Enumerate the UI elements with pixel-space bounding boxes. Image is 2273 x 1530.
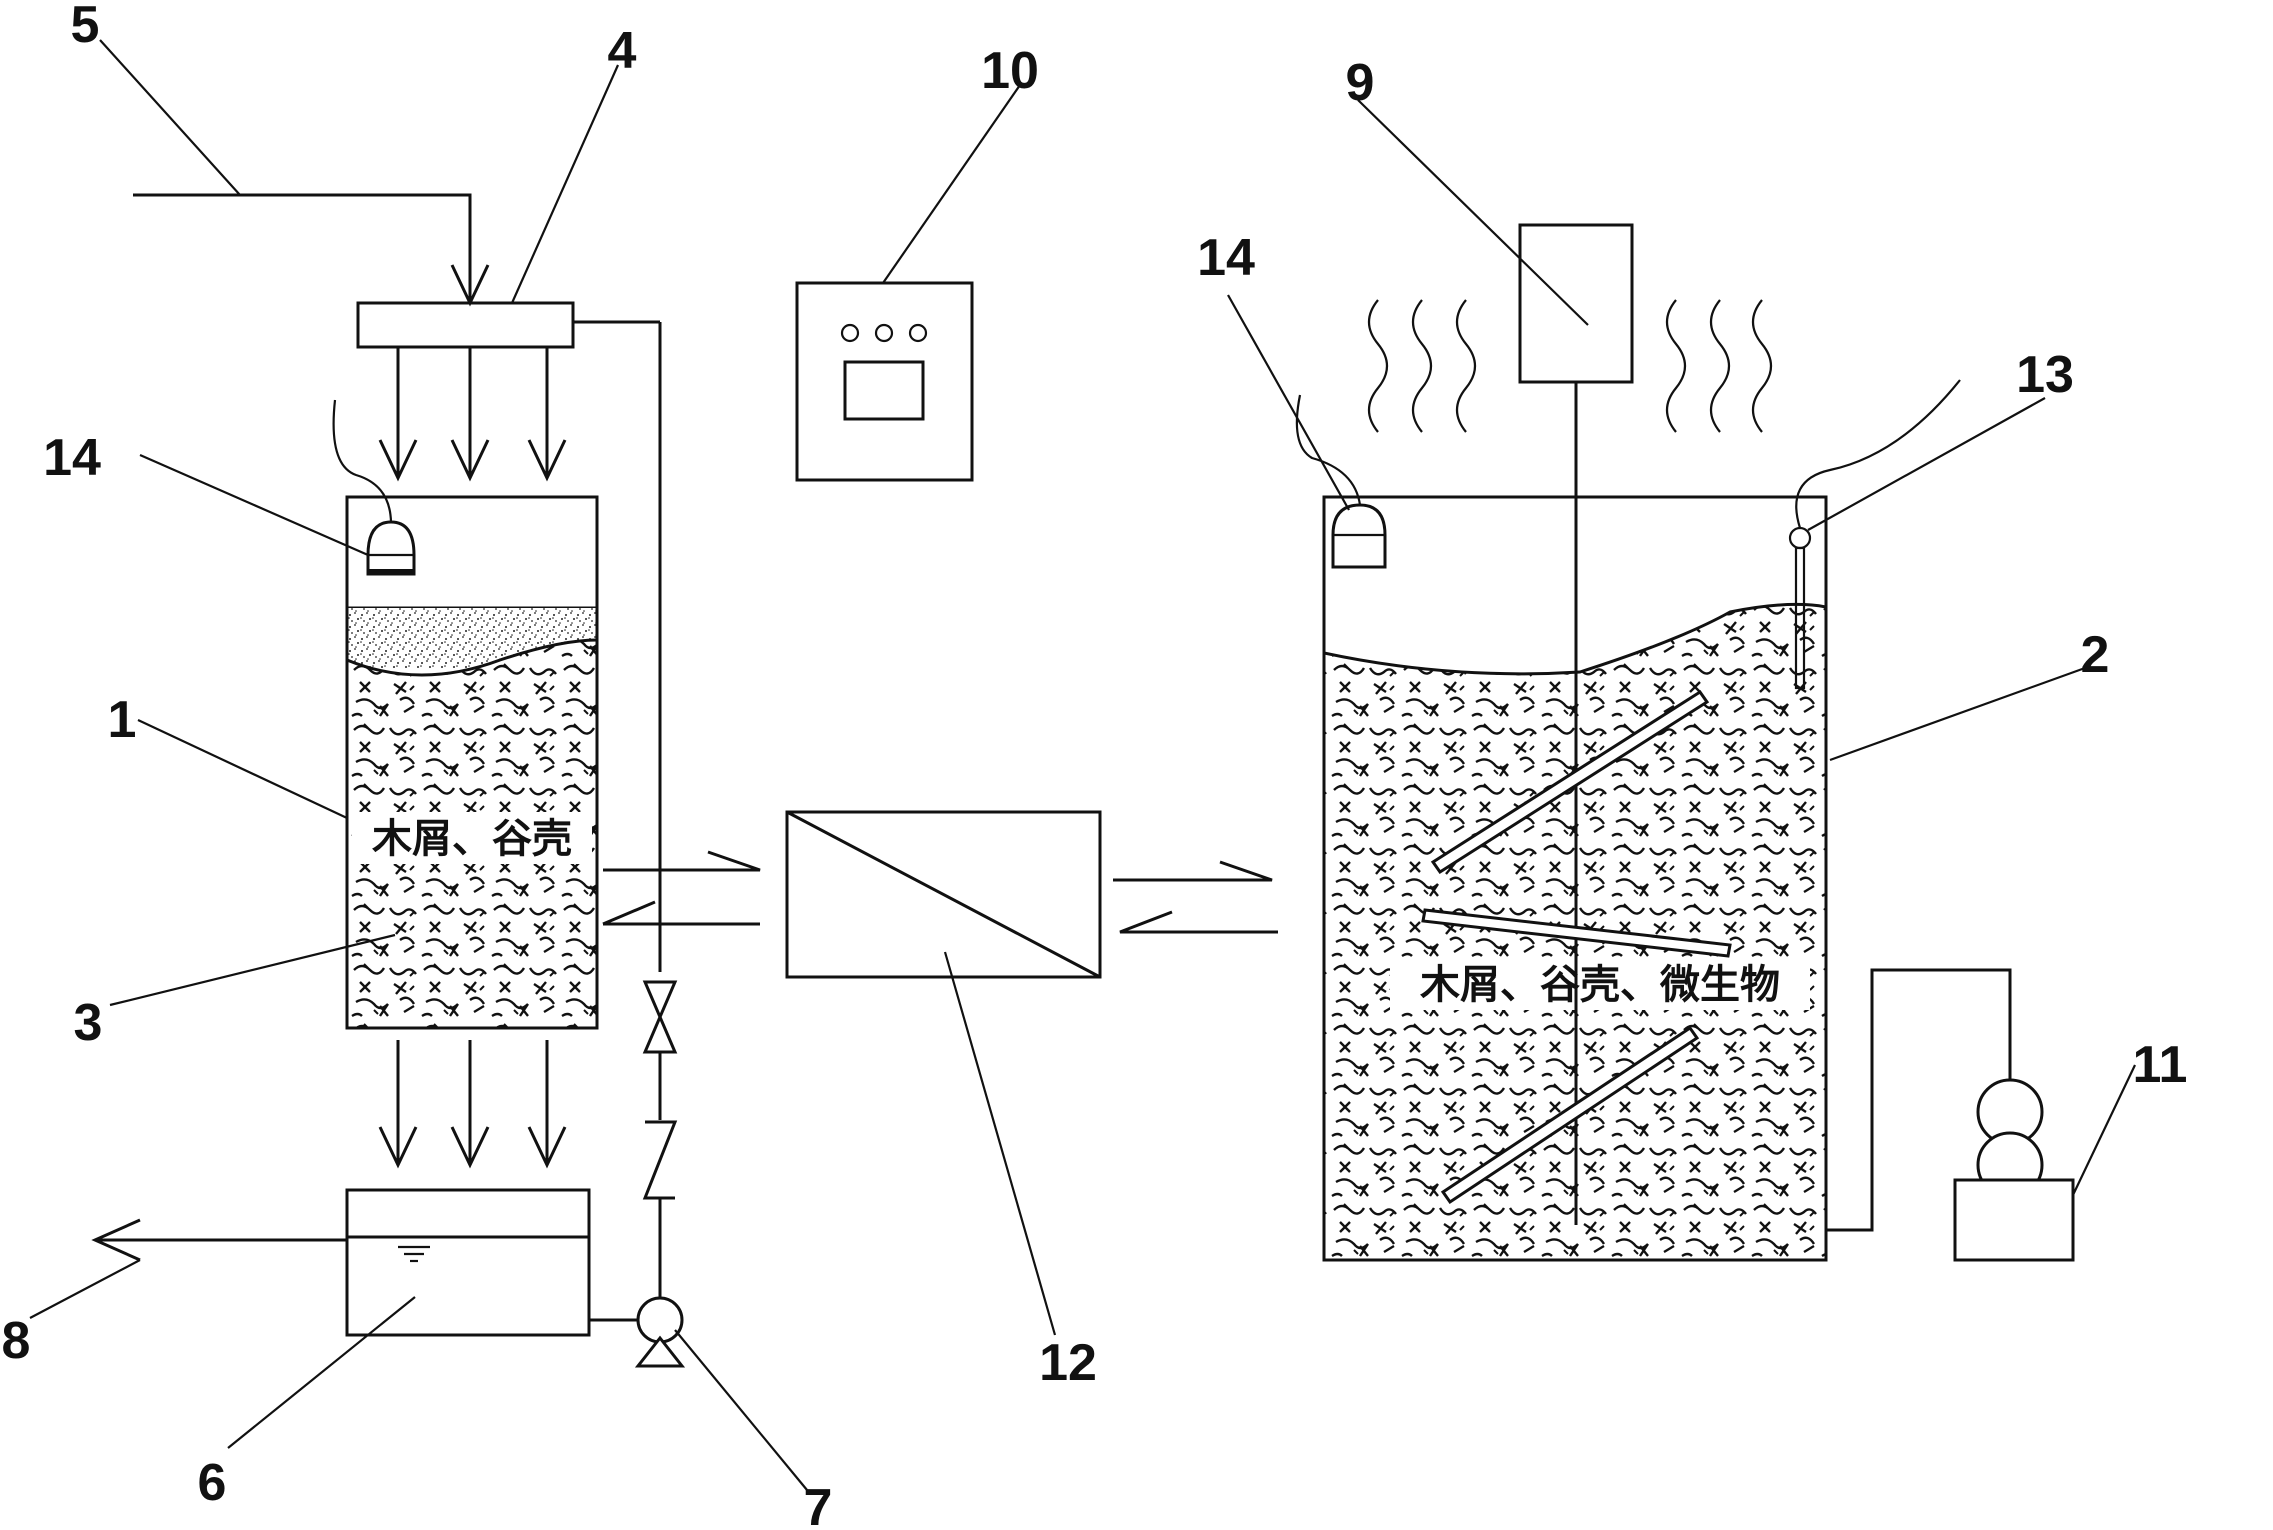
water-tank: [345, 1188, 640, 1337]
label-11: 11: [2133, 1036, 2188, 1094]
label-6: 6: [198, 1454, 227, 1512]
leader-lines: [29, 39, 2136, 1491]
label-9: 9: [1346, 54, 1375, 112]
downflow-arrows-bottom: [378, 1040, 567, 1169]
label-4: 4: [608, 22, 637, 80]
left-medium-label: 木屑、谷壳: [372, 816, 572, 862]
label-1: 1: [108, 691, 137, 749]
label-3: 3: [74, 994, 103, 1052]
connection-1-to-12: [602, 850, 761, 926]
gas-sensor-right: [1295, 394, 1387, 569]
vapor-lines: [1367, 299, 1773, 433]
label-7: 7: [804, 1479, 833, 1530]
label-12: 12: [1039, 1334, 1097, 1392]
label-8: 8: [2, 1312, 31, 1370]
spray-distributor: [356, 301, 662, 972]
gas-sensor-left: [332, 399, 416, 576]
label-5: 5: [71, 0, 100, 54]
air-inlet-line: [133, 193, 490, 307]
temperature-probe: [1788, 379, 1961, 690]
control-cabinet: [795, 281, 974, 482]
heat-exchanger: [785, 810, 1102, 979]
label-14-right: 14: [1197, 229, 1255, 287]
label-14-left: 14: [43, 429, 101, 487]
label-13: 13: [2016, 346, 2074, 404]
connection-12-to-2: [1113, 860, 1278, 934]
label-10: 10: [981, 42, 1039, 100]
label-2: 2: [2081, 626, 2110, 684]
biofilter-column: 木屑、谷壳: [345, 495, 599, 1030]
return-valves: [642, 980, 678, 1298]
downflow-arrows-top: [378, 347, 567, 482]
drain-outlet: [91, 1218, 347, 1262]
agitator: [1421, 223, 1732, 1225]
air-blower: [1826, 968, 2075, 1262]
right-medium-label: 木屑、谷壳、微生物: [1420, 962, 1780, 1008]
circulation-pump: [634, 1296, 686, 1368]
